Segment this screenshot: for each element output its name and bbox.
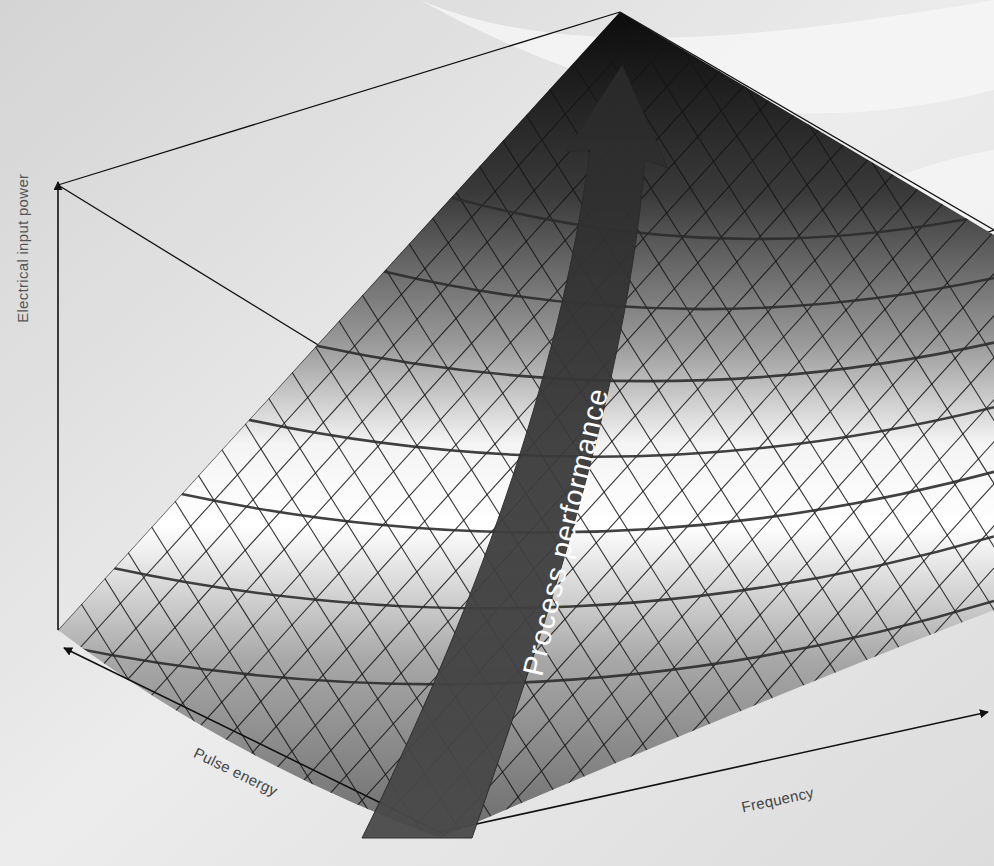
axis-label: Electrical input power <box>16 173 33 322</box>
mesh-line <box>0 0 876 866</box>
mesh-line <box>0 0 736 866</box>
mesh-line <box>0 0 970 866</box>
performance-arrow <box>362 66 668 838</box>
contour-line <box>317 343 994 382</box>
axis-label: Pulse energy <box>191 745 280 800</box>
mesh-line <box>0 0 712 866</box>
performance-surface <box>58 12 994 838</box>
mesh-line <box>0 0 900 866</box>
contour-line <box>451 197 994 239</box>
mesh-line <box>0 0 783 866</box>
axis-label: Frequency <box>740 784 815 815</box>
mesh-line <box>0 0 829 866</box>
mesh-line <box>0 0 923 866</box>
mesh-line <box>0 0 759 866</box>
mesh-line <box>0 0 853 866</box>
mesh-line <box>0 0 806 866</box>
contour-line <box>249 407 994 457</box>
contour-line <box>384 272 994 310</box>
mesh-line <box>0 0 947 866</box>
arrow-label: Process performance <box>517 385 614 679</box>
